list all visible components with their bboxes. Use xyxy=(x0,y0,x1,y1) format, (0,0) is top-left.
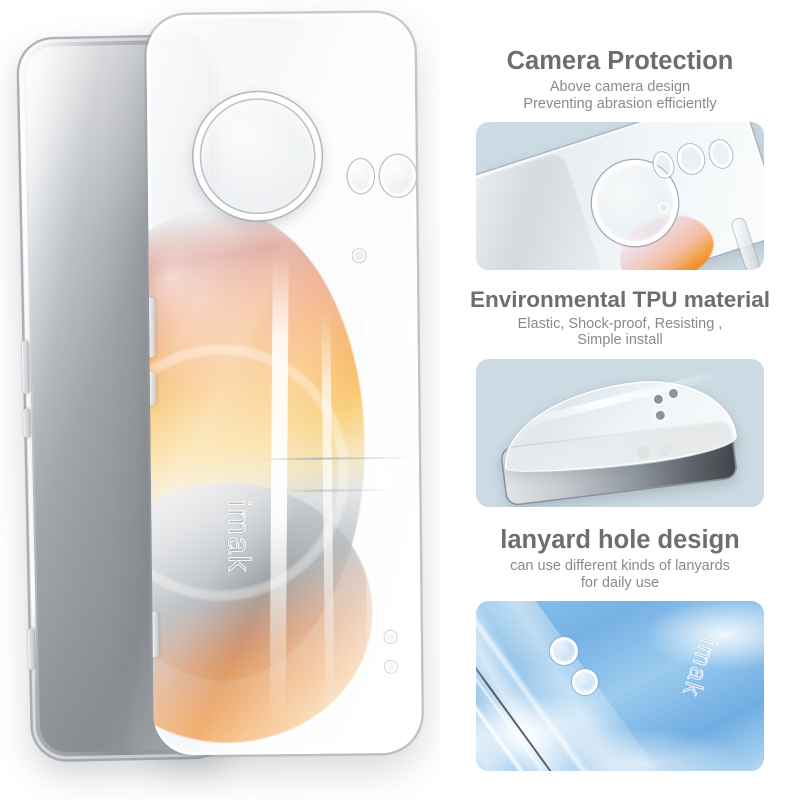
feature-subtitle: can use different kinds of lanyards for … xyxy=(440,558,800,592)
camera-lens-cutout xyxy=(419,164,422,207)
feature-subtitle-line: Above camera design xyxy=(549,78,691,95)
feature-lanyard-hole-design: lanyard hole design can use different ki… xyxy=(440,526,800,772)
feature-environmental-tpu-material: Environmental TPU material Elastic, Shoc… xyxy=(440,287,800,508)
feature-subtitle-line: can use different kinds of lanyards xyxy=(510,557,730,574)
camera-ring-cutout xyxy=(192,91,323,221)
feature-image-lanyard-hole: imak xyxy=(476,601,764,772)
power-button xyxy=(27,627,36,671)
feature-subtitle-line: for daily use xyxy=(580,574,660,591)
hero-product-photo: imak xyxy=(18,12,422,760)
camera-lens-cutout xyxy=(347,159,375,194)
camera-lens-cutout xyxy=(652,394,664,406)
feature-camera-protection: Camera Protection Above camera design Pr… xyxy=(440,47,800,271)
lanyard-hole xyxy=(572,669,598,696)
lanyard-hole xyxy=(384,660,398,673)
camera-lens-cutout xyxy=(667,388,679,400)
phone-front-case-back: imak xyxy=(146,12,422,756)
feature-subtitle-line: Simple install xyxy=(577,332,663,349)
volume-up-button xyxy=(21,339,30,395)
camera-lens-cutout xyxy=(654,410,666,422)
flash-cutout xyxy=(658,202,669,214)
feature-subtitle-line: Elastic, Shock-proof, Resisting , xyxy=(517,315,723,332)
feature-title: Environmental TPU material xyxy=(469,287,771,312)
flash-cutout xyxy=(352,249,366,263)
volume-down-button xyxy=(23,407,31,439)
camera-lens-cutout xyxy=(379,154,417,197)
feature-image-tpu-material xyxy=(476,359,764,508)
feature-title: lanyard hole design xyxy=(500,526,740,554)
feature-image-camera-protection xyxy=(476,122,764,271)
feature-list: Camera Protection Above camera design Pr… xyxy=(440,0,800,800)
imak-brand-logo: imak xyxy=(221,499,258,574)
feature-title: Camera Protection xyxy=(506,47,734,75)
lanyard-hole xyxy=(550,637,578,666)
feature-subtitle: Above camera design Preventing abrasion … xyxy=(440,79,800,113)
feature-subtitle: Elastic, Shock-proof, Resisting , Simple… xyxy=(440,316,800,350)
lanyard-hole xyxy=(384,630,397,643)
feature-subtitle-line: Preventing abrasion efficiently xyxy=(523,95,717,112)
